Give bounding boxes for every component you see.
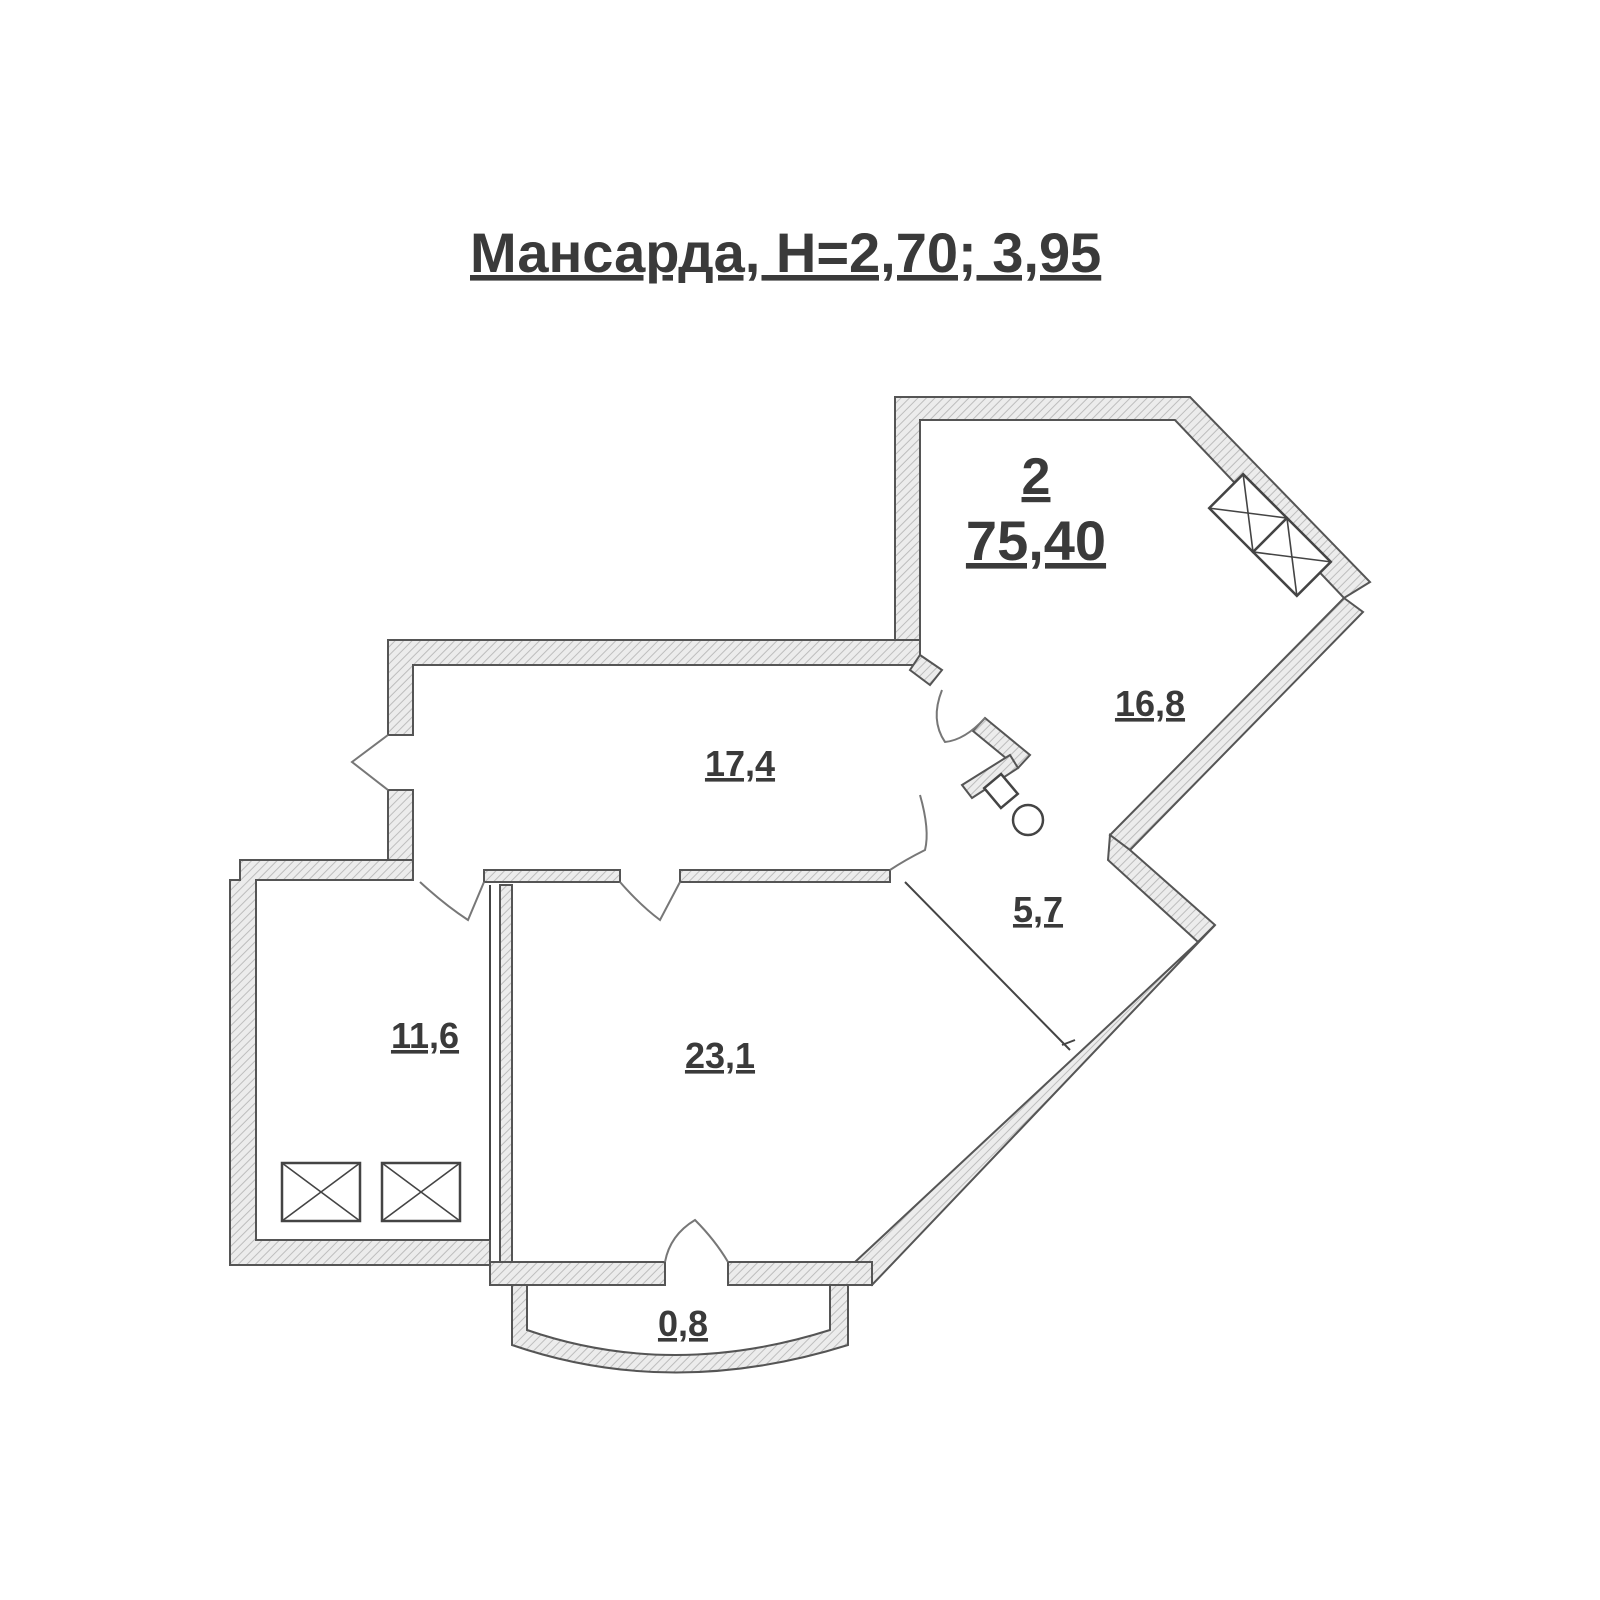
bathroom-living-partition — [904, 881, 1071, 1051]
walls — [229, 396, 1372, 1374]
bathroom-top-wall — [908, 653, 944, 687]
corridor-left-wall — [387, 789, 414, 871]
living-room-door — [619, 881, 681, 922]
corridor-area-label: 17,4 — [705, 743, 775, 784]
partitions — [489, 881, 1076, 1240]
bathroom-bottom-partition — [1061, 1039, 1076, 1046]
kitchen-area-label: 11,6 — [391, 1015, 459, 1056]
bedroom-area-label: 16,8 — [1115, 683, 1185, 724]
balcony-door — [664, 1218, 729, 1263]
living-room-outer-wall — [853, 924, 1216, 1287]
kitchen-door — [419, 881, 485, 922]
bathroom-door — [889, 794, 928, 871]
bathroom-east-wall — [1106, 833, 1217, 944]
kitchen-living-partition — [499, 884, 513, 1263]
total-area-label: 75,40 — [966, 509, 1106, 572]
plan-title: Мансарда, Н=2,70; 3,95 — [470, 221, 1101, 284]
living-room-bottom-wall-right — [727, 1261, 873, 1286]
toilet-icon — [982, 772, 1045, 837]
entrance-door — [350, 734, 389, 791]
corridor-top-wall — [387, 639, 921, 736]
corridor-bottom-wall-right — [679, 869, 891, 883]
doors — [350, 689, 986, 1263]
living-room-area-label: 23,1 — [685, 1035, 755, 1076]
rooms-count-label: 2 — [1022, 448, 1051, 506]
living-room-bottom-wall-left — [489, 1261, 666, 1286]
balcony-wall — [511, 1284, 849, 1374]
kitchen-shaft-icon — [280, 1161, 462, 1223]
bathroom-inner-wall — [960, 753, 1020, 800]
bedroom-door — [935, 689, 986, 744]
balcony-area-label: 0,8 — [658, 1303, 708, 1344]
bathroom-area-label: 5,7 — [1013, 889, 1063, 930]
ventilation-shaft-icon — [1207, 472, 1333, 598]
corridor-bottom-wall-left — [483, 869, 621, 883]
bedroom-east-wall — [1108, 596, 1365, 852]
